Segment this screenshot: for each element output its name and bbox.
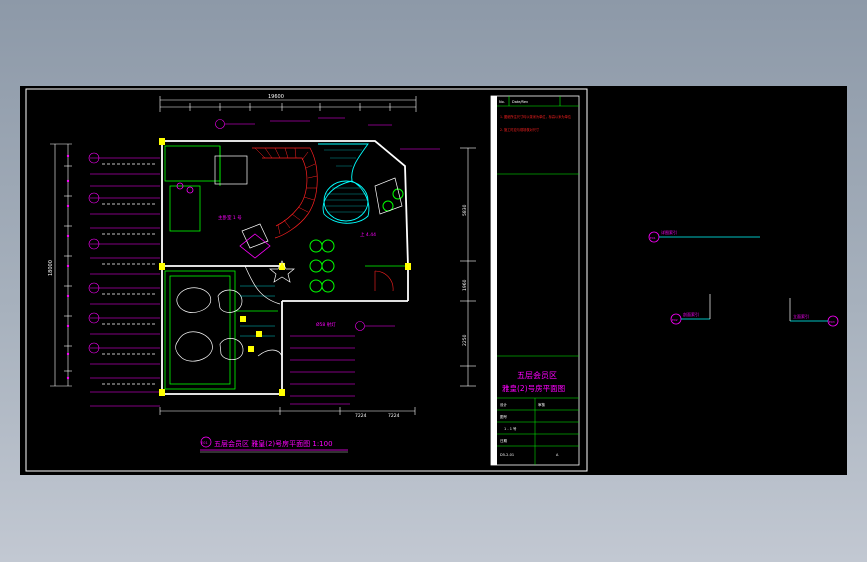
field-check: 审核 — [538, 402, 546, 407]
detached-symbol-3[interactable]: 立面索引 E03 — [789, 298, 839, 327]
stair-label: 上 4.44 — [360, 231, 376, 238]
detached-tag-1: E01 — [650, 236, 656, 240]
bottom-dimension-chain — [159, 407, 416, 415]
left-total-dimension: 18000 — [48, 260, 54, 276]
lamp-label: Ø58 射灯 — [316, 321, 336, 328]
plan-title-tag: E01 — [201, 441, 208, 445]
right-dimension-1: 5830 — [462, 204, 468, 216]
cad-model-viewport[interactable]: 19600 18000 — [20, 86, 847, 475]
detached-tag-2: E02 — [672, 318, 678, 322]
left-annotation-leaders — [66, 152, 160, 407]
title-block[interactable]: No. Date/Rev 1. 图纸所注尺寸均以毫米为单位，标高以米为单位 2.… — [490, 95, 580, 466]
bottom-right-leaders — [290, 335, 355, 405]
room-callout: 主卧室 1 号 — [218, 214, 242, 221]
detached-symbol-1[interactable]: 详图索引 E01 — [648, 229, 760, 243]
bottom-dimension-2: 7224 — [388, 413, 400, 419]
right-dimension-chain — [460, 147, 476, 387]
floor-plan[interactable]: 19600 18000 — [48, 94, 476, 453]
door-swings — [374, 270, 394, 292]
drawing-name: 雅皇(2)号房平面图 — [502, 383, 565, 393]
plan-title: 五层会员区 雅皇(2)号房平面图 1:100 — [214, 439, 333, 448]
bottom-dimension-1: 7224 — [355, 413, 367, 419]
lounge-seating — [309, 188, 404, 293]
top-dimension-chain — [159, 96, 417, 112]
detached-label-1: 详图索引 — [661, 229, 677, 235]
drawing-number: 1 - 1 号 — [504, 426, 517, 431]
detached-symbol-2[interactable]: 剖面索引 E02 — [670, 294, 711, 325]
right-dimension-2: 1960 — [462, 279, 468, 291]
field-drawing-no: 图号 — [500, 414, 508, 419]
field-date: 日期 — [500, 438, 508, 443]
overall-width-dimension: 19600 — [268, 94, 284, 100]
checker-mark: A — [556, 453, 559, 457]
detached-label-3: 立面索引 — [793, 313, 809, 319]
project-name: 五层会员区 — [517, 370, 557, 380]
round-pool-feature — [318, 143, 370, 224]
title-block-note-1: 1. 图纸所注尺寸均以毫米为单位，标高以米为单位 — [500, 114, 572, 119]
title-block-header-no: No. — [499, 100, 505, 104]
top-callouts — [215, 117, 440, 331]
plan-title-block: E01 五层会员区 雅皇(2)号房平面图 1:100 — [200, 436, 348, 453]
sheet-code: D5-2-01 — [500, 453, 514, 457]
title-block-header-rev: Date/Rev — [512, 100, 528, 104]
detached-tag-3: E03 — [829, 320, 835, 324]
bath-accessories — [240, 316, 262, 352]
field-design: 设计 — [500, 402, 508, 407]
accent-furniture — [176, 182, 271, 259]
spiral-staircase — [252, 147, 318, 239]
furniture-outlines — [214, 155, 403, 357]
right-dimension-3: 2250 — [462, 334, 468, 346]
title-block-note-2: 2. 施工时应与现场核对尺寸 — [500, 127, 540, 132]
detached-label-2: 剖面索引 — [683, 311, 699, 317]
paper-sheet-border — [25, 88, 588, 472]
column-markers — [159, 138, 411, 396]
bathtub-fixtures — [175, 287, 244, 362]
interior-partitions — [164, 145, 405, 390]
